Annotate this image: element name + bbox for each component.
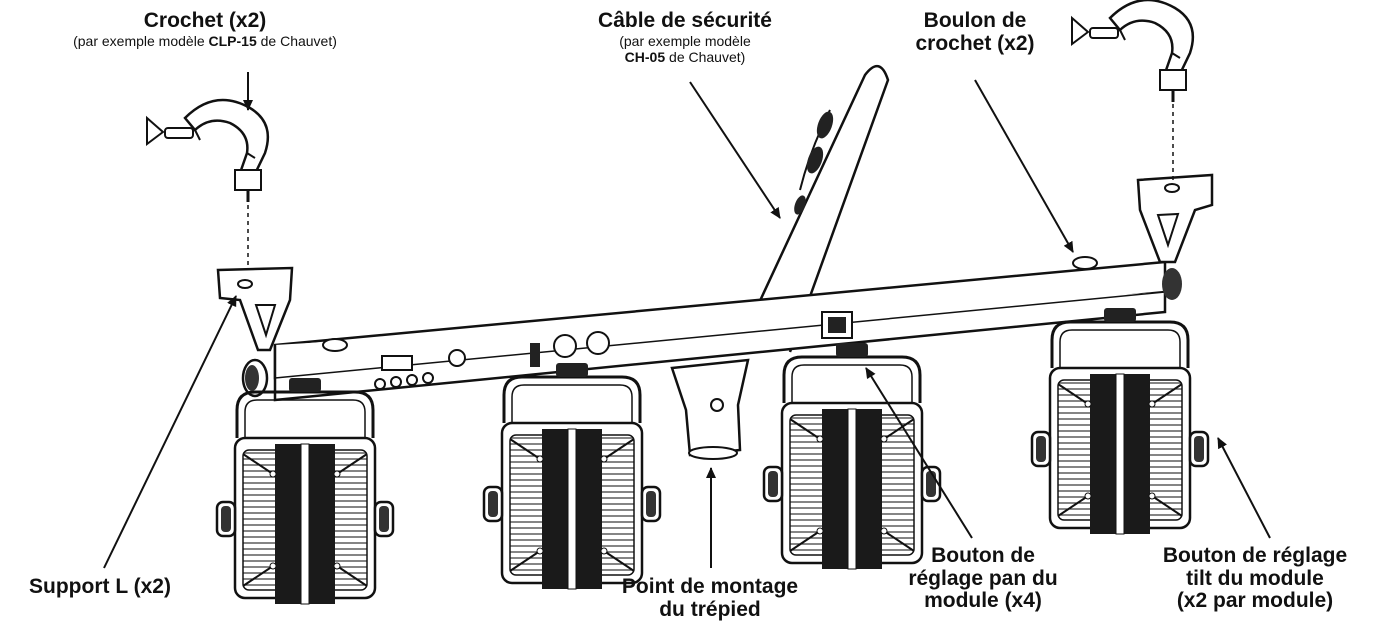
mounting-bar xyxy=(241,256,1182,402)
arrow-boulon xyxy=(974,79,1074,253)
arrow-tilt xyxy=(1217,437,1271,539)
label-tilt-line1: Bouton de réglage xyxy=(1162,544,1348,567)
clamp-left xyxy=(145,98,270,204)
label-boulon: Boulon de crochet (x2) xyxy=(880,9,1070,55)
label-cable-title: Câble de sécurité xyxy=(598,9,772,32)
label-tilt-line3: (x2 par module) xyxy=(1176,589,1334,613)
tripod-mount xyxy=(670,358,750,460)
label-cable-note-line2: CH-05 de Chauvet) xyxy=(560,49,810,65)
label-support-text: Support L (x2) xyxy=(29,575,171,598)
label-pan-line3: module (x4) xyxy=(924,589,1042,613)
l-bracket-left xyxy=(216,266,294,352)
safety-cable xyxy=(750,65,890,353)
cable-note-model: CH-05 xyxy=(624,48,666,65)
label-crochet-note: (par exemple modèle CLP-15 de Chauvet) xyxy=(0,33,410,49)
label-pan-line2: réglage pan du xyxy=(908,566,1058,590)
label-crochet: Crochet (x2) (par exemple modèle CLP-15 … xyxy=(0,9,410,49)
crochet-note-prefix: (par exemple modèle xyxy=(73,32,209,49)
label-cable: Câble de sécurité (par exemple modèle CH… xyxy=(560,9,810,65)
clamp-right xyxy=(1070,0,1195,104)
light-module-2 xyxy=(482,361,662,591)
light-module-4 xyxy=(1030,306,1210,536)
label-boulon-line1: Boulon de xyxy=(923,9,1027,32)
label-pan-line1: Bouton de xyxy=(931,544,1035,567)
arrow-cable xyxy=(689,81,781,219)
label-crochet-title: Crochet (x2) xyxy=(143,9,267,32)
crochet-note-suffix: de Chauvet) xyxy=(256,32,337,49)
light-module-1 xyxy=(215,376,395,606)
arrow-pan xyxy=(865,367,973,539)
label-support: Support L (x2) xyxy=(0,575,200,599)
label-cable-note-line1: (par exemple modèle xyxy=(619,32,751,49)
label-tilt-line2: tilt du module xyxy=(1186,566,1324,590)
light-module-3 xyxy=(762,341,942,571)
label-point-line2: du trépied xyxy=(659,597,761,621)
l-bracket-right xyxy=(1136,173,1214,264)
label-point-line1: Point de montage xyxy=(621,575,799,598)
label-boulon-line2: crochet (x2) xyxy=(915,31,1035,55)
arrow-support xyxy=(103,295,237,569)
crochet-note-model: CLP-15 xyxy=(208,32,257,49)
label-pan: Bouton de réglage pan du module (x4) xyxy=(888,544,1078,613)
label-point: Point de montage du trépied xyxy=(590,575,830,621)
label-tilt: Bouton de réglage tilt du module (x2 par… xyxy=(1140,544,1370,613)
cable-note-suffix: de Chauvet) xyxy=(665,48,746,65)
